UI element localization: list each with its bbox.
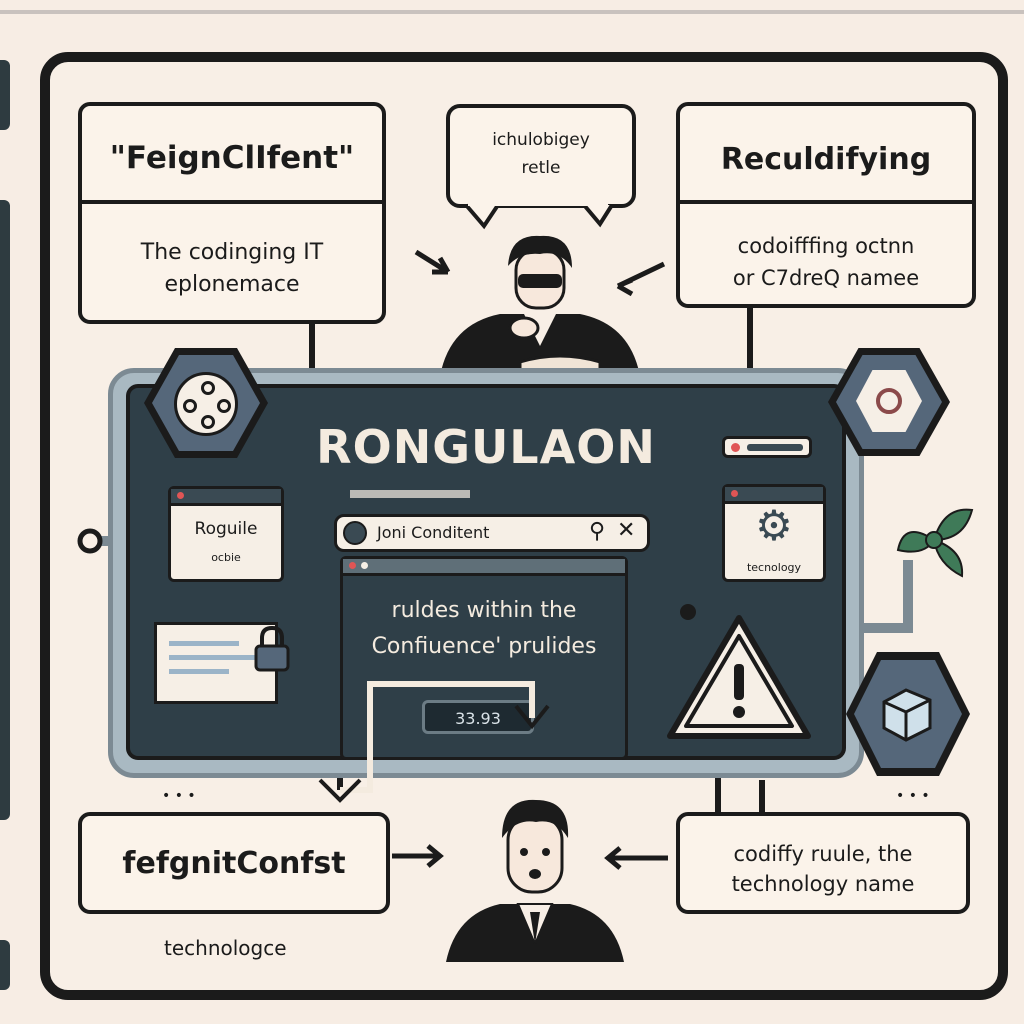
card-line: codoifffing octnn (737, 234, 915, 258)
rule-window[interactable]: Roguile ocbie (168, 486, 284, 582)
window-text: Confiuence' prulides (371, 634, 597, 659)
value-button[interactable]: 33.93 (422, 700, 534, 734)
window-min-dot[interactable] (361, 562, 368, 569)
person-worried-icon (446, 799, 624, 962)
leaf-icon (896, 508, 974, 578)
left-edge-tab (0, 60, 10, 130)
screen-title: RONGULAON (316, 420, 656, 474)
window-titlebar (343, 559, 625, 576)
search-avatar-icon (343, 521, 367, 545)
card-title: Reculdifying (720, 142, 932, 177)
bubble-line: ichulobigey (492, 130, 590, 150)
window-close-dot[interactable] (731, 490, 738, 497)
window-titlebar (725, 487, 823, 504)
network-icon (174, 372, 238, 436)
search-input[interactable]: Joni Conditent (377, 523, 490, 542)
feign-config-card: fefgnitConfst (78, 812, 390, 914)
svg-text:• • •: • • • (162, 788, 196, 804)
window-title: Roguile (194, 519, 258, 539)
cube-icon (882, 688, 932, 742)
search-icon[interactable]: ⚲ (589, 519, 606, 544)
window-close-dot[interactable] (349, 562, 356, 569)
card-title: fefgnitConfst (122, 846, 346, 881)
card-line: technology name (731, 872, 915, 896)
doc-line (169, 641, 239, 646)
left-edge-tab-bottom (0, 940, 10, 990)
card-line: eplonemace (164, 272, 300, 297)
settings-hex-icon (856, 370, 922, 432)
window-caption: ocbie (211, 551, 241, 564)
left-edge-strip (0, 200, 10, 820)
warning-icon (667, 615, 811, 739)
card-divider (680, 200, 972, 204)
bubble-line: retle (521, 158, 561, 178)
card-line: codiffy ruule, the (733, 842, 913, 866)
card-line: The codinging IT (140, 240, 324, 265)
close-icon[interactable]: ✕ (617, 518, 636, 543)
status-dot (731, 443, 740, 452)
gear-icon: ⚙ (755, 501, 793, 550)
toolbar-dots (350, 490, 470, 498)
top-divider (0, 10, 1024, 14)
card-line: or C7dreQ nameе (732, 266, 920, 290)
codify-rule-card: codiffy ruule, the technology name (676, 812, 970, 914)
value-button-label: 33.93 (455, 709, 501, 728)
card-divider (82, 200, 382, 204)
doc-line (169, 669, 229, 674)
status-pill[interactable] (722, 436, 812, 458)
reculdifying-card: Reculdifying codoifffing octnn or C7dreQ… (676, 102, 976, 308)
technology-window[interactable]: ⚙ tecnology (722, 484, 826, 582)
window-titlebar (171, 489, 281, 506)
svg-text:• • •: • • • (896, 788, 930, 804)
card-title: "FeignClIfent" (109, 140, 355, 176)
doc-line (169, 655, 259, 660)
search-bar[interactable]: Joni Conditent ⚲ ✕ (334, 514, 650, 552)
person-thinking-icon (440, 235, 640, 378)
caption-text: technologce (164, 936, 287, 960)
feign-client-card: "FeignClIfent" The codinging IT eplonema… (78, 102, 386, 324)
lock-icon (254, 625, 290, 672)
window-text: ruldes within the (391, 598, 577, 623)
status-bar (747, 444, 803, 451)
window-caption: tecnology (746, 561, 802, 574)
window-close-dot[interactable] (177, 492, 184, 499)
